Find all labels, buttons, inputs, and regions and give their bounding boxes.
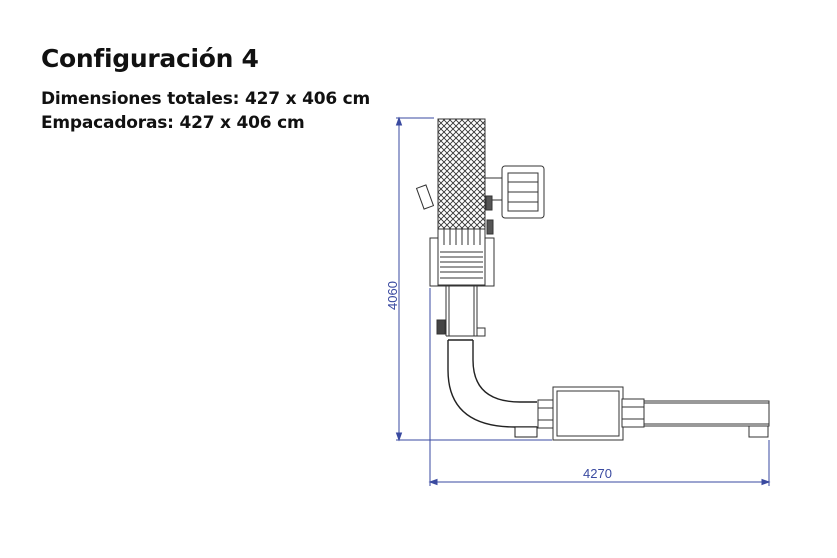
hopper-conveyor xyxy=(415,118,486,230)
page-title: Configuración 4 xyxy=(41,44,259,73)
curved-conveyor xyxy=(447,339,538,438)
packing-machine xyxy=(537,386,645,441)
spec-packers-dimensions: Empacadoras: 427 x 406 cm xyxy=(41,113,305,133)
horizontal-dimension-label: 4270 xyxy=(583,466,612,481)
dosing-heads xyxy=(429,228,495,287)
weigher-unit xyxy=(484,165,545,235)
vertical-dimension xyxy=(395,116,552,442)
vertical-chute xyxy=(436,286,486,337)
outfeed-conveyor xyxy=(643,400,770,438)
horizontal-dimension xyxy=(428,288,771,486)
spec-total-dimensions: Dimensiones totales: 427 x 406 cm xyxy=(41,89,371,109)
vertical-dimension-label: 4060 xyxy=(385,281,400,310)
